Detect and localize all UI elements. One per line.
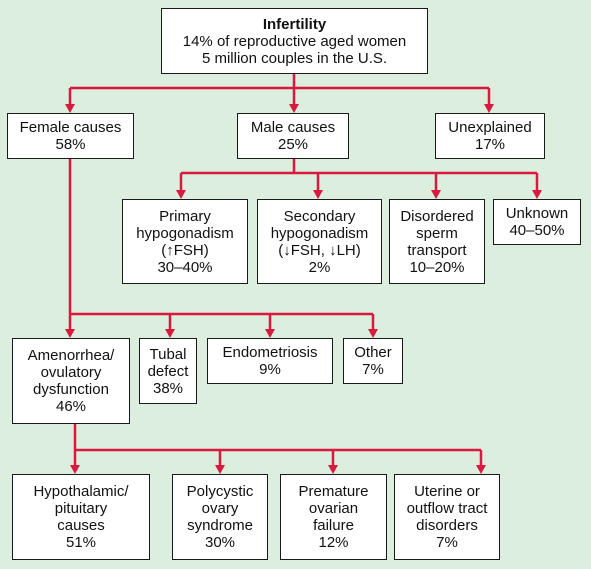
male-line-1: 25% <box>277 136 309 153</box>
hypothalamic-line-3: 51% <box>65 534 97 551</box>
unknown-line-1: 40–50% <box>509 222 565 239</box>
connector-to-amenorrhea-arrowhead <box>65 329 75 338</box>
premature-line-0: Premature <box>298 483 369 500</box>
disordered_sperm-line-0: Disordered <box>400 207 474 225</box>
uterine-line-1: outflow tract <box>406 500 488 517</box>
endometriosis-line-1: 9% <box>259 361 281 378</box>
unknown-line-0: Unknown <box>505 205 569 222</box>
connector-to-pcos-arrowhead <box>215 465 225 474</box>
hypothalamic-line-1: pituitary <box>54 500 108 517</box>
hypothalamic-line-0: Hypothalamic/ <box>33 483 129 500</box>
disordered_sperm-line-1: sperm <box>416 224 458 242</box>
infertility-line-0: 14% of reproductive aged women <box>182 32 407 50</box>
disordered_sperm-line-2: transport <box>407 241 467 259</box>
pcos-line-1: ovary <box>201 500 239 517</box>
hypothalamic-line-2: causes <box>57 517 105 534</box>
tubal-line-0: Tubal <box>149 345 187 363</box>
premature-line-3: 12% <box>318 534 349 551</box>
primary_hypogonadism-line-2: (↑FSH) <box>161 241 209 259</box>
endometriosis-line-0: Endometriosis <box>222 344 318 361</box>
infertility-line-1: 5 million couples in the U.S. <box>201 49 388 67</box>
disordered_sperm-line-3: 10–20% <box>409 258 465 276</box>
connector-to-unexplained-arrowhead <box>484 104 494 113</box>
secondary_hypogonadism-line-1: hypogonadism <box>270 224 369 242</box>
other-line-1: 7% <box>362 361 384 378</box>
connector-to-male-arrowhead <box>289 104 299 113</box>
secondary_hypogonadism-line-3: 2% <box>308 258 331 276</box>
premature-line-2: failure <box>313 517 354 534</box>
connector-to-endometriosis-arrowhead <box>265 329 275 338</box>
connector-to-female-arrowhead <box>65 104 75 113</box>
infertility-title: Infertility <box>262 15 327 33</box>
female-line-1: 58% <box>55 136 86 153</box>
connector-to-premature-arrowhead <box>328 465 338 474</box>
other-line-0: Other <box>354 344 392 361</box>
female-line-0: Female causes <box>19 119 122 136</box>
primary_hypogonadism-line-0: Primary <box>159 207 211 225</box>
premature-line-1: ovarian <box>308 500 359 517</box>
unexplained-line-0: Unexplained <box>448 119 532 136</box>
pcos-line-2: syndrome <box>187 517 253 534</box>
amenorrhea-line-1: ovulatory <box>40 364 102 381</box>
uterine-line-0: Uterine or <box>414 483 480 500</box>
uterine-line-2: disorders <box>416 517 478 534</box>
unexplained-line-1: 17% <box>474 136 506 153</box>
connector-to-hypothalamic-arrowhead <box>70 465 80 474</box>
connector-to-disordered-arrowhead <box>431 190 441 199</box>
connector-to-unknown-arrowhead <box>532 190 542 199</box>
secondary_hypogonadism-line-0: Secondary <box>283 207 356 225</box>
tubal-line-1: defect <box>147 362 189 380</box>
tubal-line-2: 38% <box>152 379 184 397</box>
uterine-line-3: 7% <box>436 534 458 551</box>
connector-to-primary-arrowhead <box>176 190 186 199</box>
male-line-0: Male causes <box>250 119 336 136</box>
primary_hypogonadism-line-3: 30–40% <box>157 258 213 276</box>
amenorrhea-line-0: Amenorrhea/ <box>27 347 115 364</box>
amenorrhea-line-3: 46% <box>55 398 87 415</box>
primary_hypogonadism-line-1: hypogonadism <box>136 224 234 242</box>
pcos-line-3: 30% <box>204 534 236 551</box>
pcos-line-0: Polycystic <box>186 483 254 500</box>
connector-to-tubal-arrowhead <box>165 329 175 338</box>
connector-to-secondary-arrowhead <box>313 190 323 199</box>
amenorrhea-line-2: dysfunction <box>33 381 109 398</box>
secondary_hypogonadism-line-2: (↓FSH, ↓LH) <box>278 241 361 259</box>
connector-to-uterine-arrowhead <box>476 465 486 474</box>
connector-to-other-arrowhead <box>368 329 378 338</box>
